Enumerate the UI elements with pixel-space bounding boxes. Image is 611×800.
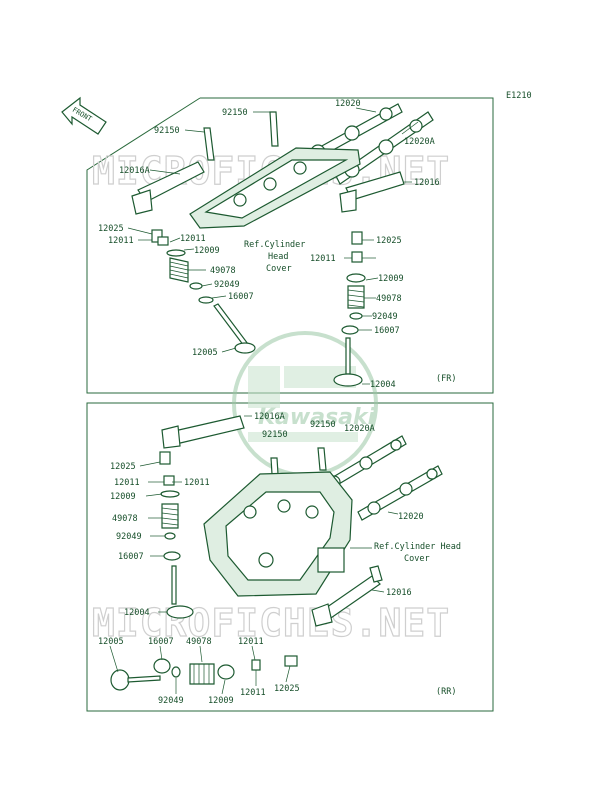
- part-label: 12009: [208, 696, 234, 706]
- part-label: 49078: [186, 637, 212, 647]
- part-label: 12025: [376, 236, 402, 246]
- part-label: 12020: [335, 99, 361, 109]
- bottom-leaders: [109, 645, 291, 695]
- ref-cover-line-2: Head: [268, 252, 288, 262]
- part-label: 92049: [116, 532, 142, 542]
- part-label: 12011: [240, 688, 266, 698]
- part-label: 12016: [414, 178, 440, 188]
- front-arrow-icon: FRONT: [61, 96, 107, 135]
- part-label: 12020: [398, 512, 424, 522]
- kawasaki-logo: Kawasaki: [232, 331, 378, 477]
- logo-text: Kawasaki: [258, 405, 376, 430]
- part-label: 12005: [192, 348, 218, 358]
- upper-parts: [131, 103, 434, 387]
- part-label: 12009: [194, 246, 220, 256]
- ref-cover-line-2: Cover: [404, 554, 430, 564]
- lower-frame: [86, 402, 494, 712]
- upper-labels: 92150 12020 92150 12020A 12016A 12016 12…: [98, 99, 456, 390]
- ref-cover-line-1: Ref.Cylinder: [244, 240, 305, 250]
- leader-lines: [127, 107, 419, 613]
- part-label: 12011: [184, 478, 210, 488]
- part-label: 12004: [124, 608, 150, 618]
- part-label: 12009: [378, 274, 404, 284]
- section-tag-fr: (FR): [436, 374, 456, 384]
- part-label: 12020A: [404, 137, 435, 147]
- part-label: 12016A: [254, 412, 285, 422]
- part-label: 92049: [158, 696, 184, 706]
- part-label: 16007: [374, 326, 400, 336]
- part-label: 92049: [372, 312, 398, 322]
- part-label: 92150: [222, 108, 248, 118]
- part-label: 92150: [310, 420, 336, 430]
- part-label: 12025: [98, 224, 124, 234]
- part-label: 16007: [228, 292, 254, 302]
- part-label: 92150: [262, 430, 288, 440]
- part-label: 12004: [370, 380, 396, 390]
- lower-labels: 12016A 92150 92150 12020A 12025 12011 12…: [98, 412, 461, 706]
- part-label: 12016A: [119, 166, 150, 176]
- part-label: 16007: [148, 637, 174, 647]
- ref-cover-line-1: Ref.Cylinder Head: [374, 542, 461, 552]
- watermark-bottom: MICROFICHES.NET: [92, 601, 450, 645]
- part-label: 92049: [214, 280, 240, 290]
- upper-frame: [86, 97, 494, 394]
- part-label: 12011: [114, 478, 140, 488]
- ref-cover-line-3: Cover: [266, 264, 292, 274]
- part-label: 12005: [98, 637, 124, 647]
- part-label: 16007: [118, 552, 144, 562]
- part-label: 12011: [180, 234, 206, 244]
- part-label: 12025: [274, 684, 300, 694]
- part-label: 12011: [108, 236, 134, 246]
- lower-parts: [110, 415, 443, 691]
- part-label: 49078: [210, 266, 236, 276]
- part-label: 12009: [110, 492, 136, 502]
- part-label: 12011: [238, 637, 264, 647]
- section-tag-rr: (RR): [436, 687, 456, 697]
- diagram-code: E1210: [506, 91, 532, 101]
- part-label: 12016: [386, 588, 412, 598]
- part-label: 92150: [154, 126, 180, 136]
- part-label: 12020A: [344, 424, 375, 434]
- part-label: 49078: [112, 514, 138, 524]
- part-label: 12025: [110, 462, 136, 472]
- part-label: 49078: [376, 294, 402, 304]
- part-label: 12011: [310, 254, 336, 264]
